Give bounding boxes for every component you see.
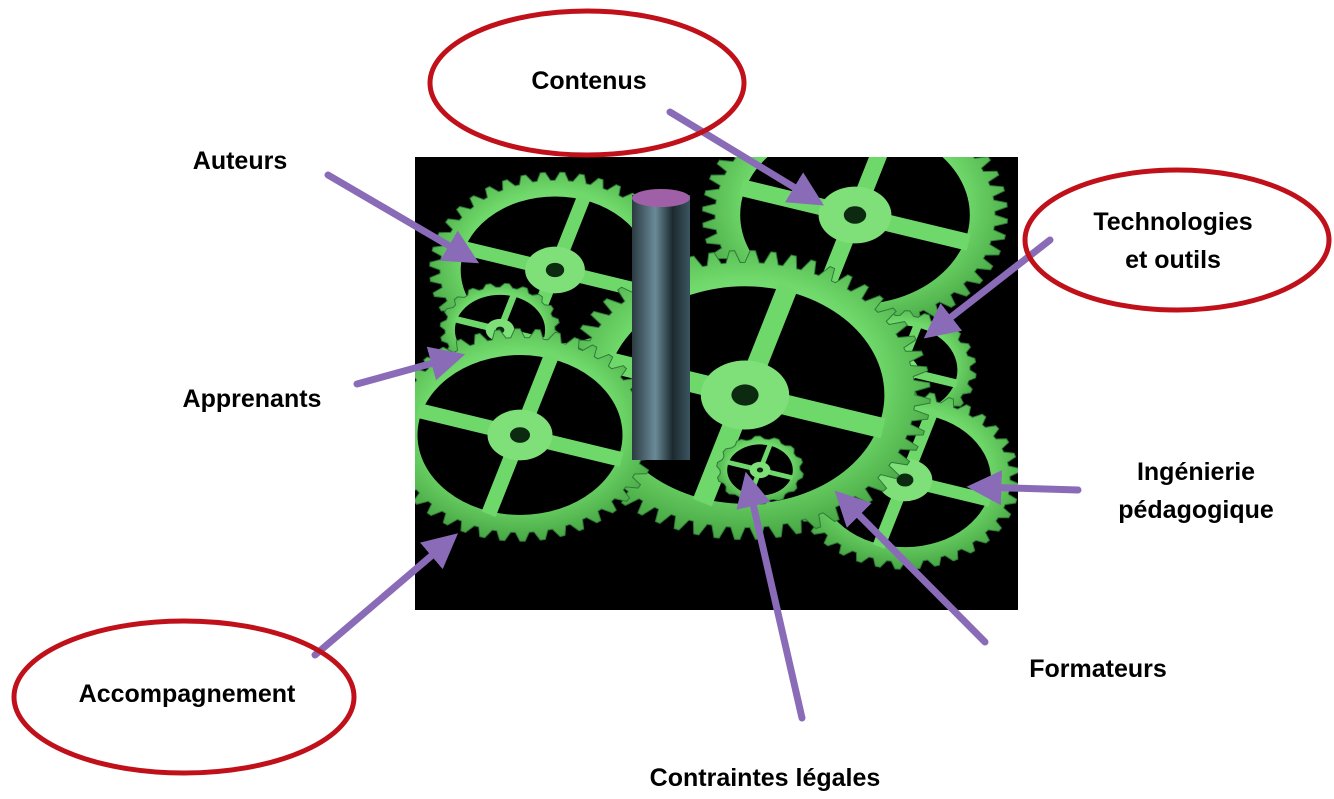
label-contenus: Contenus [531, 67, 647, 95]
ellipse-technologies [1022, 167, 1332, 313]
label-auteurs: Auteurs [192, 147, 288, 175]
arrow-auteurs [324, 171, 480, 264]
arrow-accompagnement [311, 533, 458, 659]
label-formateurs: Formateurs [1029, 655, 1167, 683]
label-ingenierie: Ingénierie pédagogique [1118, 458, 1274, 524]
label-apprenants: Apprenants [182, 385, 322, 413]
ellipse-contenus [427, 8, 747, 158]
arrow-ingenierie [966, 470, 1082, 506]
label-accompagnement: Accompagnement [78, 680, 296, 708]
highlight-ellipses [11, 8, 1332, 776]
gear-left [415, 328, 657, 542]
ellipse-accompagnement [11, 618, 357, 776]
gear-shaft-cap [632, 189, 690, 207]
gears-photo [415, 157, 1018, 610]
gear-shaft [632, 195, 690, 460]
label-contraintes: Contraintes légales [649, 764, 881, 792]
arrow-apprenants [353, 346, 466, 388]
arrow-contraintes [736, 471, 806, 722]
arrow-contenus [666, 108, 824, 206]
label-technologies: Technologies et outils [1093, 208, 1253, 274]
arrow-formateurs [834, 490, 989, 646]
